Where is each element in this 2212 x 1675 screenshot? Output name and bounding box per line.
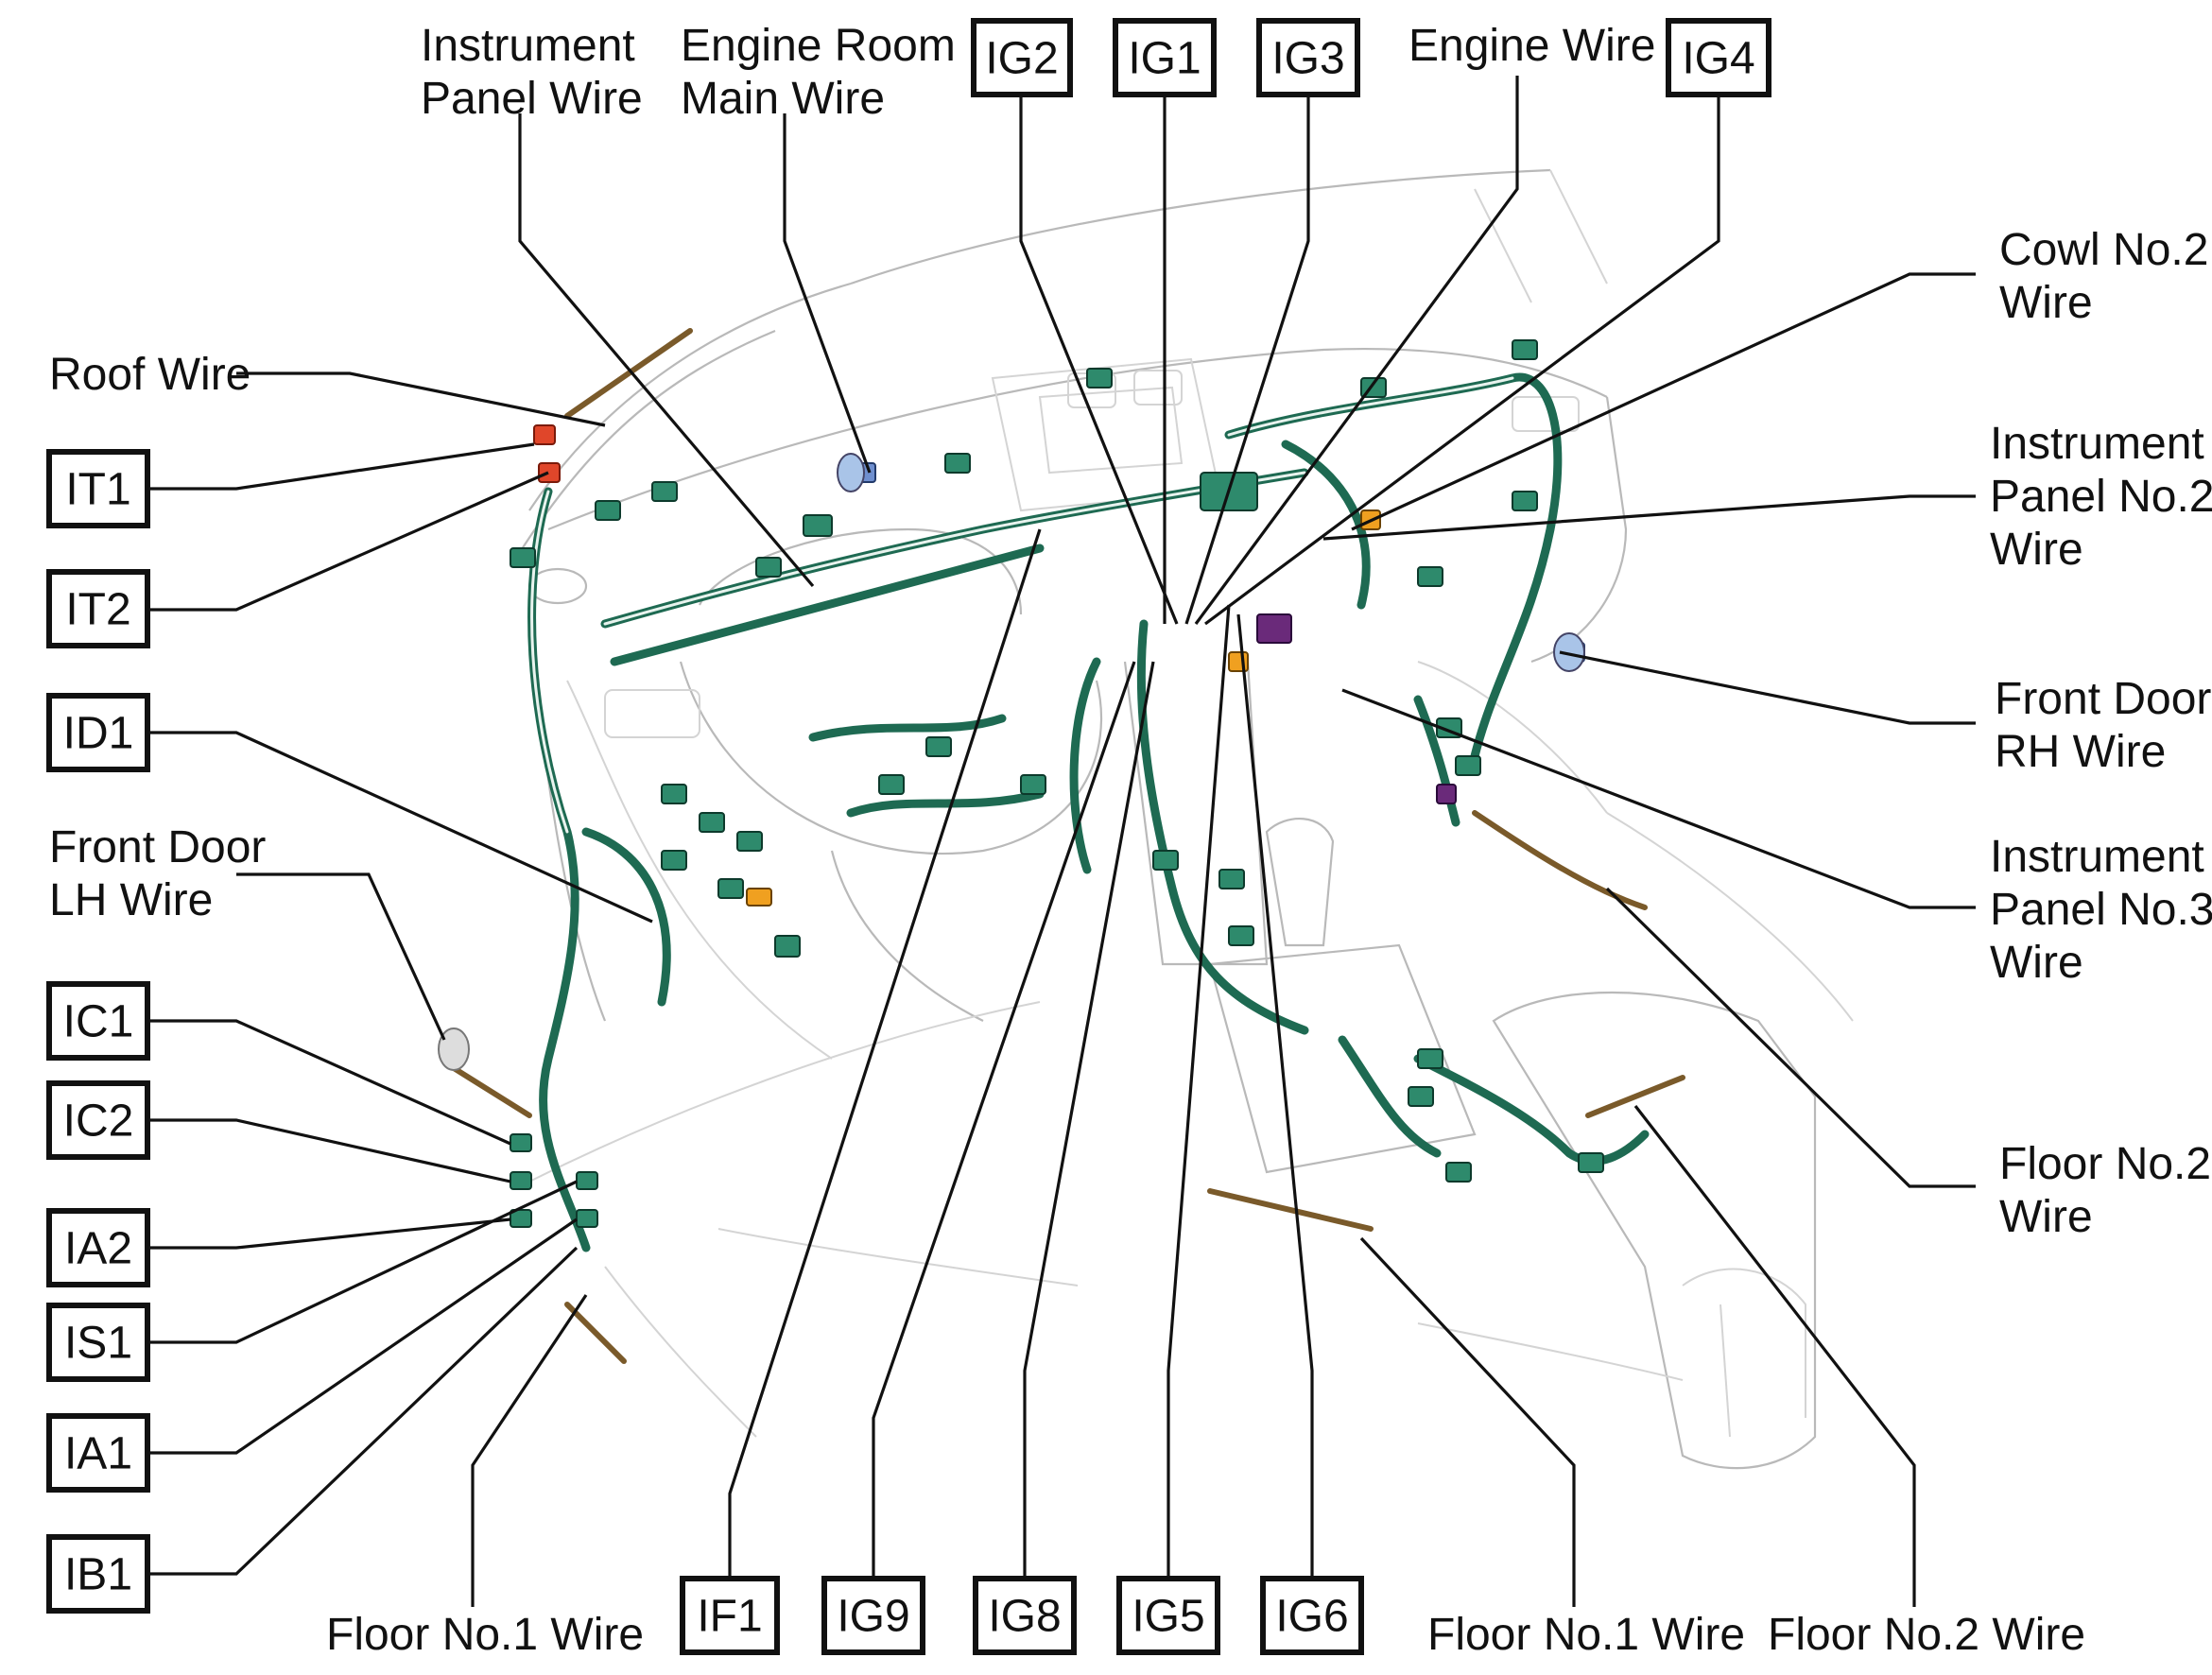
svg-text:IT1: IT1 xyxy=(65,465,130,515)
connector-box-ig2: IG2 xyxy=(971,18,1073,97)
connector-box-ig5: IG5 xyxy=(1116,1576,1220,1655)
label-floor-no1-wire-bottom: Floor No.1 Wire xyxy=(1427,1610,1745,1660)
svg-text:ID1: ID1 xyxy=(63,709,134,759)
label-instrument-panel-no3-wire: Instrument Panel No.3 Wire xyxy=(1990,832,2212,988)
svg-text:IG1: IG1 xyxy=(1128,34,1201,84)
leader-ig8 xyxy=(1023,661,1155,1579)
svg-text:IG5: IG5 xyxy=(1132,1592,1204,1642)
label-front-door-rh-wire: Front Door RH Wire xyxy=(1995,674,2212,777)
leader-it2 xyxy=(147,471,549,612)
svg-text:IS1: IS1 xyxy=(64,1319,132,1369)
leader-roof-wire xyxy=(236,371,606,427)
connector-box-ig8: IG8 xyxy=(973,1576,1077,1655)
svg-text:IA1: IA1 xyxy=(64,1429,132,1479)
leader-ib1 xyxy=(147,1246,579,1576)
connector-box-it1: IT1 xyxy=(46,449,150,528)
svg-text:IT2: IT2 xyxy=(65,585,130,635)
leader-ig6 xyxy=(1236,613,1314,1579)
leader-engine-wire xyxy=(1194,76,1519,625)
connector-box-ic2: IC2 xyxy=(46,1080,150,1160)
leader-instrument-panel-no3-wire xyxy=(1341,688,1976,909)
svg-text:IA2: IA2 xyxy=(64,1224,132,1274)
label-instrument-panel-wire: Instrument Panel Wire xyxy=(421,21,648,124)
leader-floor-no1-wire-left xyxy=(471,1294,588,1607)
connector-box-ib1: IB1 xyxy=(46,1534,150,1614)
label-engine-room-main-wire: Engine Room Main Wire xyxy=(681,21,968,124)
leader-instrument-panel-no2-wire xyxy=(1322,494,1976,541)
connector-box-ig6: IG6 xyxy=(1260,1576,1364,1655)
leader-id1 xyxy=(147,731,653,924)
connector-box-ig3: IG3 xyxy=(1256,18,1360,97)
label-front-door-lh-wire: Front Door LH Wire xyxy=(49,822,279,925)
leader-front-door-lh-wire xyxy=(236,872,446,1041)
harness-bundle xyxy=(438,328,1685,1364)
leader-floor-no2-wire-right xyxy=(1605,887,1976,1188)
connector-box-ig4: IG4 xyxy=(1666,18,1771,97)
connector-codes-left: IT1 IT2 ID1 IC1 IC2 IA2 IS1 IA1 xyxy=(46,449,150,1614)
svg-text:IG8: IG8 xyxy=(988,1592,1061,1642)
svg-text:IG4: IG4 xyxy=(1682,34,1754,84)
leader-ic1 xyxy=(147,1019,511,1146)
leader-engine-room-main-wire xyxy=(783,113,872,474)
connector-box-if1: IF1 xyxy=(680,1576,780,1655)
leader-ig2 xyxy=(1019,95,1179,625)
leader-floor-no2-wire-bottom xyxy=(1633,1105,1916,1607)
leader-cowl-no2-wire xyxy=(1351,272,1976,531)
leader-ig3 xyxy=(1184,95,1310,625)
leader-if1 xyxy=(728,528,1042,1579)
label-floor-no2-wire-right: Floor No.2 Wire xyxy=(1999,1139,2212,1242)
leader-it1 xyxy=(147,442,535,491)
label-engine-wire: Engine Wire xyxy=(1408,21,1655,71)
leader-front-door-rh-wire xyxy=(1559,650,1976,725)
svg-text:IC2: IC2 xyxy=(63,1097,134,1147)
connector-box-ic1: IC1 xyxy=(46,981,150,1061)
svg-text:IC1: IC1 xyxy=(63,997,134,1047)
leader-ig5 xyxy=(1166,604,1231,1579)
leader-ic2 xyxy=(147,1118,511,1183)
svg-text:IG9: IG9 xyxy=(837,1592,909,1642)
svg-text:IG2: IG2 xyxy=(985,34,1058,84)
connector-codes-bottom: IF1 IG9 IG8 IG5 IG6 xyxy=(680,1576,1364,1655)
label-floor-no2-wire-bottom: Floor No.2 Wire xyxy=(1768,1610,2085,1660)
connector-box-ia1: IA1 xyxy=(46,1413,150,1493)
leader-ia1 xyxy=(147,1217,578,1455)
leader-instrument-panel-wire xyxy=(518,113,815,588)
label-floor-no1-wire-left: Floor No.1 Wire xyxy=(326,1610,644,1660)
connector-box-is1: IS1 xyxy=(46,1303,150,1382)
label-instrument-panel-no2-wire: Instrument Panel No.2 Wire xyxy=(1990,419,2212,575)
connector-box-id1: ID1 xyxy=(46,693,150,772)
leader-ig4 xyxy=(1204,95,1720,626)
leader-ig9 xyxy=(872,661,1136,1579)
connector-box-it2: IT2 xyxy=(46,569,150,648)
leader-ia2 xyxy=(147,1217,511,1250)
connector-box-ig1: IG1 xyxy=(1113,18,1217,97)
leader-floor-no1-wire-bottom xyxy=(1359,1236,1576,1607)
leader-is1 xyxy=(147,1180,578,1344)
label-cowl-no2-wire: Cowl No.2 Wire xyxy=(1999,225,2212,328)
connector-box-ig9: IG9 xyxy=(821,1576,925,1655)
svg-text:IG3: IG3 xyxy=(1271,34,1344,84)
connector-box-ia2: IA2 xyxy=(46,1208,150,1287)
connector-codes-top: IG2 IG1 IG3 IG4 xyxy=(971,18,1771,97)
svg-text:IB1: IB1 xyxy=(64,1550,132,1600)
label-roof-wire: Roof Wire xyxy=(49,350,251,400)
svg-text:IF1: IF1 xyxy=(697,1592,762,1642)
leader-lines xyxy=(147,76,1976,1607)
wire-labels: Instrument Panel Wire Engine Room Main W… xyxy=(49,21,2212,1660)
svg-text:IG6: IG6 xyxy=(1275,1592,1348,1642)
